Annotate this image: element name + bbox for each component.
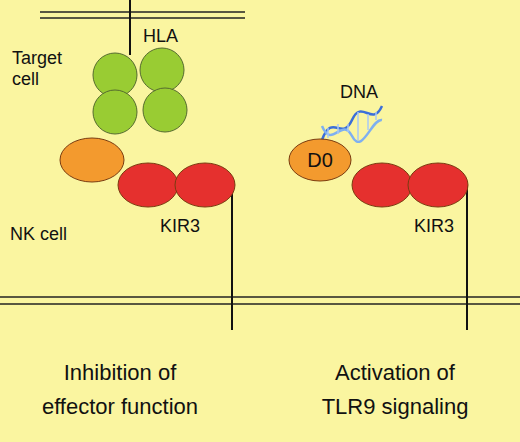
membrane: [0, 12, 520, 304]
anchor-line: [130, 0, 467, 330]
molecule-label: DNA: [340, 82, 378, 103]
outcome-label: Inhibition of effector function: [32, 356, 208, 424]
cell-label: Target cell: [12, 48, 72, 90]
receptor-label: KIR3: [414, 216, 454, 237]
kir3-domains: [60, 138, 468, 207]
domain-ellipse: D0: [288, 138, 352, 182]
cell-label: NK cell: [10, 224, 67, 245]
outcome-label: Activation of TLR9 signaling: [312, 356, 478, 424]
domain-label: D0: [307, 149, 333, 172]
molecule-label: HLA: [143, 26, 178, 47]
dna-helix: [322, 106, 382, 142]
hla-molecule: [93, 48, 187, 134]
receptor-label: KIR3: [160, 216, 200, 237]
